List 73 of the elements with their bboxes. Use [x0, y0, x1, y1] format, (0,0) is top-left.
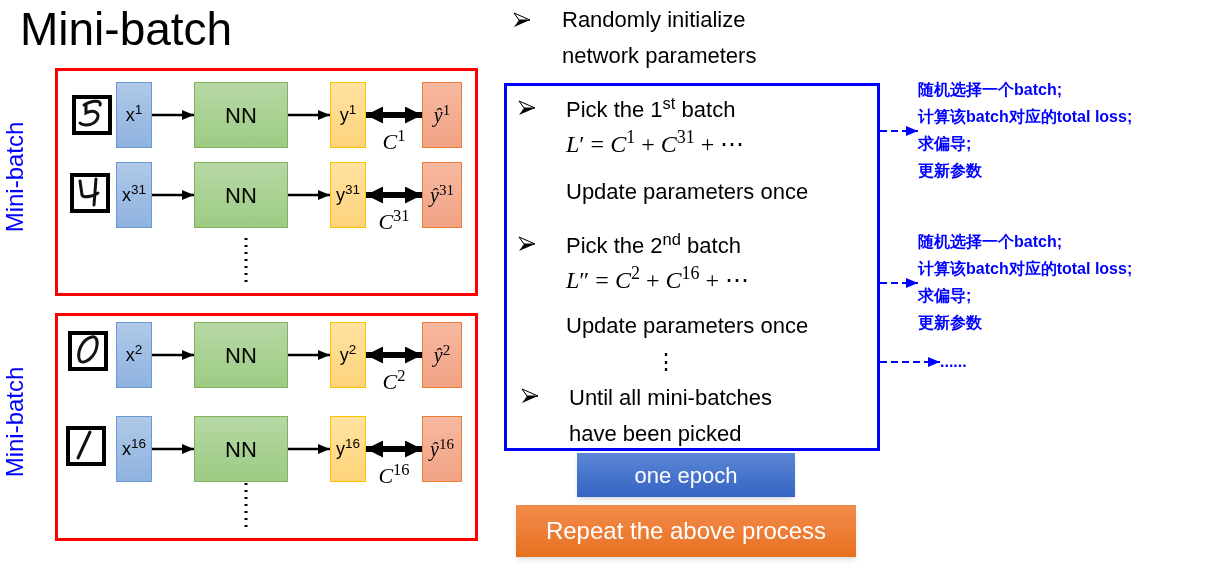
annotation-line: 更新参数 [918, 313, 982, 333]
network-block [194, 416, 288, 482]
arrow [288, 110, 330, 120]
procedure-frame [504, 83, 880, 451]
double-arrow [366, 346, 422, 364]
block-label: NN [225, 341, 257, 370]
input-block [116, 416, 152, 482]
block-label: x$^{2}$ [125, 341, 143, 367]
target-block [422, 322, 462, 388]
output-block [330, 322, 366, 388]
target-block [422, 82, 462, 148]
target-block [422, 416, 462, 482]
annotation-line: 随机选择一个batch; [918, 80, 1062, 100]
arrow [288, 190, 330, 200]
output-block [330, 82, 366, 148]
step-text: Pick the 1$^{st}$ batch [566, 92, 736, 124]
block-label: ŷ$^{31}$ [430, 180, 454, 209]
block-label: ŷ$^{1}$ [433, 100, 451, 129]
arrow [152, 190, 194, 200]
block-label: y$^{1}$ [339, 101, 357, 127]
annotation-line: 计算该batch对应的total loss; [918, 259, 1133, 279]
block-label: NN [225, 435, 257, 464]
loss-formula: L″ = C$^{2}$ + C$^{16}$ + ⋯ [566, 262, 749, 295]
annotation-line: 求偏导; [918, 134, 972, 154]
block-label: ŷ$^{2}$ [433, 340, 451, 369]
arrow [288, 350, 330, 360]
target-block [422, 162, 462, 228]
input-block [116, 162, 152, 228]
input-block [116, 322, 152, 388]
step-text: ⋮ [655, 348, 677, 376]
network-block [194, 322, 288, 388]
block-label: NN [225, 101, 257, 130]
loss-formula: L′ = C$^{1}$ + C$^{31}$ + ⋯ [566, 126, 745, 159]
repeat-bar [516, 505, 856, 557]
frame-heading: Mini-batch [0, 121, 30, 233]
double-arrow [366, 440, 422, 458]
network-block [194, 82, 288, 148]
annotation-line: 求偏导; [918, 286, 972, 306]
step-text: Pick the 2$^{nd}$ batch [566, 228, 741, 260]
arrow [288, 444, 330, 454]
frame-heading: Mini-batch [0, 366, 30, 478]
annotation-line: 更新参数 [918, 161, 982, 181]
annotation-line: 随机选择一个batch; [918, 232, 1062, 252]
block-label: x$^{31}$ [122, 181, 146, 207]
annotation-line: 计算该batch对应的total loss; [918, 107, 1133, 127]
network-block [194, 162, 288, 228]
double-arrow [366, 186, 422, 204]
block-label: y$^{2}$ [339, 341, 357, 367]
block-label: ŷ$^{16}$ [430, 434, 454, 463]
step-text: Update parameters once [566, 312, 809, 340]
arrow [879, 126, 919, 136]
arrow [152, 350, 194, 360]
epoch-bar [577, 453, 795, 497]
block-label: ...... [940, 352, 967, 372]
block-label: Repeat the above process [545, 516, 827, 546]
step-text: Update parameters once [566, 178, 809, 206]
block-label: NN [225, 181, 257, 210]
block-label: x$^{1}$ [125, 101, 143, 127]
step-text: Randomly initialize network parameters [562, 6, 758, 70]
block-label: y$^{31}$ [336, 181, 360, 207]
double-arrow [366, 106, 422, 124]
output-block [330, 162, 366, 228]
arrow [152, 444, 194, 454]
step-text: Until all mini-batches have been picked [569, 384, 773, 448]
title: Mini-batch [20, 6, 233, 52]
arrow [879, 278, 919, 288]
output-block [330, 416, 366, 482]
input-block [116, 82, 152, 148]
arrow [152, 110, 194, 120]
block-label: y$^{16}$ [336, 435, 360, 461]
block-label: one epoch [634, 461, 738, 490]
arrow [879, 357, 941, 367]
block-label: x$^{16}$ [122, 435, 146, 461]
